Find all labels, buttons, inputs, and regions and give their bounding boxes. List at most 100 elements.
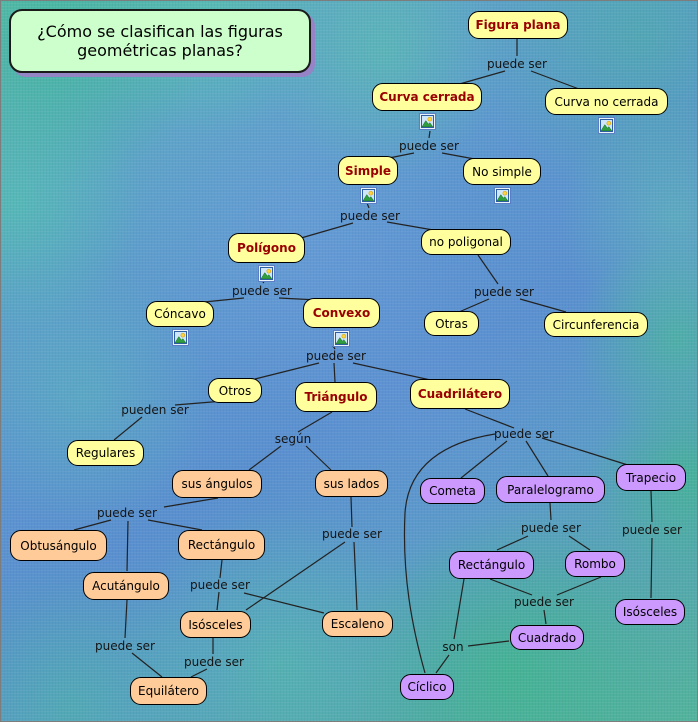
node-rectangulo-triangulo[interactable]: Rectángulo [178,530,265,560]
node-ciclico[interactable]: Cíclico [400,674,454,700]
link-label[interactable]: puede ser [622,523,682,537]
node-figura-plana[interactable]: Figura plana [468,11,568,39]
node-isosceles-trapecio[interactable]: Isósceles [615,599,685,625]
connection-line [453,578,465,640]
node-simple[interactable]: Simple [338,156,398,185]
node-label: Rectángulo [457,558,526,572]
connection-line [530,70,580,90]
link-label[interactable]: puede ser [474,285,534,299]
node-poligono[interactable]: Polígono [228,233,305,263]
image-resource-icon[interactable] [418,113,436,130]
node-label: Otras [435,316,468,331]
node-label: Circunferencia [552,317,640,332]
node-label: Convexo [312,306,371,320]
node-curva-no-cerrada[interactable]: Curva no cerrada [545,88,668,115]
link-label[interactable]: puede ser [95,639,155,653]
node-label: Curva no cerrada [554,94,659,109]
link-label[interactable]: según [274,432,312,446]
node-label: Regulares [75,446,136,460]
node-paralelogramo[interactable]: Paralelogramo [496,476,605,503]
node-label: Figura plana [475,18,561,32]
link-label[interactable]: pueden ser [121,403,189,417]
node-sus-angulos[interactable]: sus ángulos [172,470,262,498]
connection-line [245,541,346,611]
node-label: Obtusángulo [20,538,97,553]
node-isosceles-triangulo[interactable]: Isósceles [180,611,251,638]
node-label: Curva cerrada [379,90,475,104]
title-text: ¿Cómo se clasifican las figuras geométri… [37,22,283,60]
node-label: Acutángulo [92,579,160,593]
node-label: No simple [472,164,532,179]
node-label: Cuadrado [517,630,577,645]
link-label[interactable]: puede ser [97,506,157,520]
link-label[interactable]: puede ser [399,139,459,153]
image-resource-icon[interactable] [493,187,511,204]
node-otras[interactable]: Otras [424,311,479,336]
link-label[interactable]: puede ser [521,521,581,535]
node-label: no poligonal [429,235,503,249]
node-cuadrilatero[interactable]: Cuadrilátero [410,379,510,409]
node-triangulo[interactable]: Triángulo [295,382,377,412]
node-escaleno[interactable]: Escaleno [322,611,393,637]
node-label: Paralelogramo [507,482,594,497]
node-label: Otros [218,383,252,398]
node-rectangulo-cuadrilatero[interactable]: Rectángulo [449,551,534,579]
image-resource-icon[interactable] [598,117,615,134]
node-curva-cerrada[interactable]: Curva cerrada [372,83,482,111]
node-label: Simple [344,163,392,178]
link-label[interactable]: puede ser [514,595,574,609]
connection-line [650,490,653,523]
connection-line [300,222,354,239]
connection-line [464,408,515,429]
node-label: Equilátero [138,684,199,698]
connection-line [216,591,220,611]
node-no-simple[interactable]: No simple [463,158,541,185]
connection-line [113,416,143,441]
node-label: sus ángulos [181,477,253,491]
connection-line [243,592,325,614]
node-concavo[interactable]: Cóncavo [146,301,214,327]
link-label[interactable]: puede ser [184,655,244,669]
image-resource-icon[interactable] [258,265,275,282]
node-label: Polígono [237,241,296,255]
connection-line [477,254,499,285]
node-equilatero[interactable]: Equilátero [130,677,207,705]
link-label[interactable]: puede ser [322,527,382,541]
connection-line [297,411,333,433]
node-label: Trapecio [625,470,677,485]
node-cometa[interactable]: Cometa [420,478,485,504]
node-obtusangulo[interactable]: Obtusángulo [10,530,107,561]
connection-line [254,362,320,380]
connection-line [650,537,653,599]
node-label: Rombo [574,557,616,571]
image-resource-icon[interactable] [171,329,189,346]
link-label[interactable]: puede ser [232,284,292,298]
node-otros[interactable]: Otros [208,378,262,403]
connection-line [350,496,353,528]
image-resource-icon[interactable] [359,187,377,204]
link-label[interactable]: puede ser [494,427,554,441]
node-sus-lados[interactable]: sus lados [315,470,388,497]
node-regulares[interactable]: Regulares [67,440,144,466]
connection-line [190,668,208,678]
link-label[interactable]: son [442,640,464,654]
node-label: Isósceles [188,617,243,632]
link-label[interactable]: puede ser [487,57,547,71]
connection-line [73,519,112,531]
connection-line [333,362,336,383]
title-box[interactable]: ¿Cómo se clasifican las figuras geométri… [9,9,311,73]
link-label[interactable]: puede ser [190,578,250,592]
node-trapecio[interactable]: Trapecio [616,464,686,491]
connection-line [455,70,506,86]
node-convexo[interactable]: Convexo [303,298,380,328]
image-resource-icon[interactable] [333,330,350,347]
link-label[interactable]: puede ser [340,209,400,223]
connection-line [352,362,436,382]
node-cuadrado[interactable]: Cuadrado [510,625,584,650]
node-rombo[interactable]: Rombo [565,551,625,577]
node-acutangulo[interactable]: Acutángulo [83,572,169,600]
connection-line [460,440,508,479]
node-no-poligonal[interactable]: no poligonal [421,229,511,255]
link-label[interactable]: puede ser [306,349,366,363]
node-circunferencia[interactable]: Circunferencia [544,312,648,337]
